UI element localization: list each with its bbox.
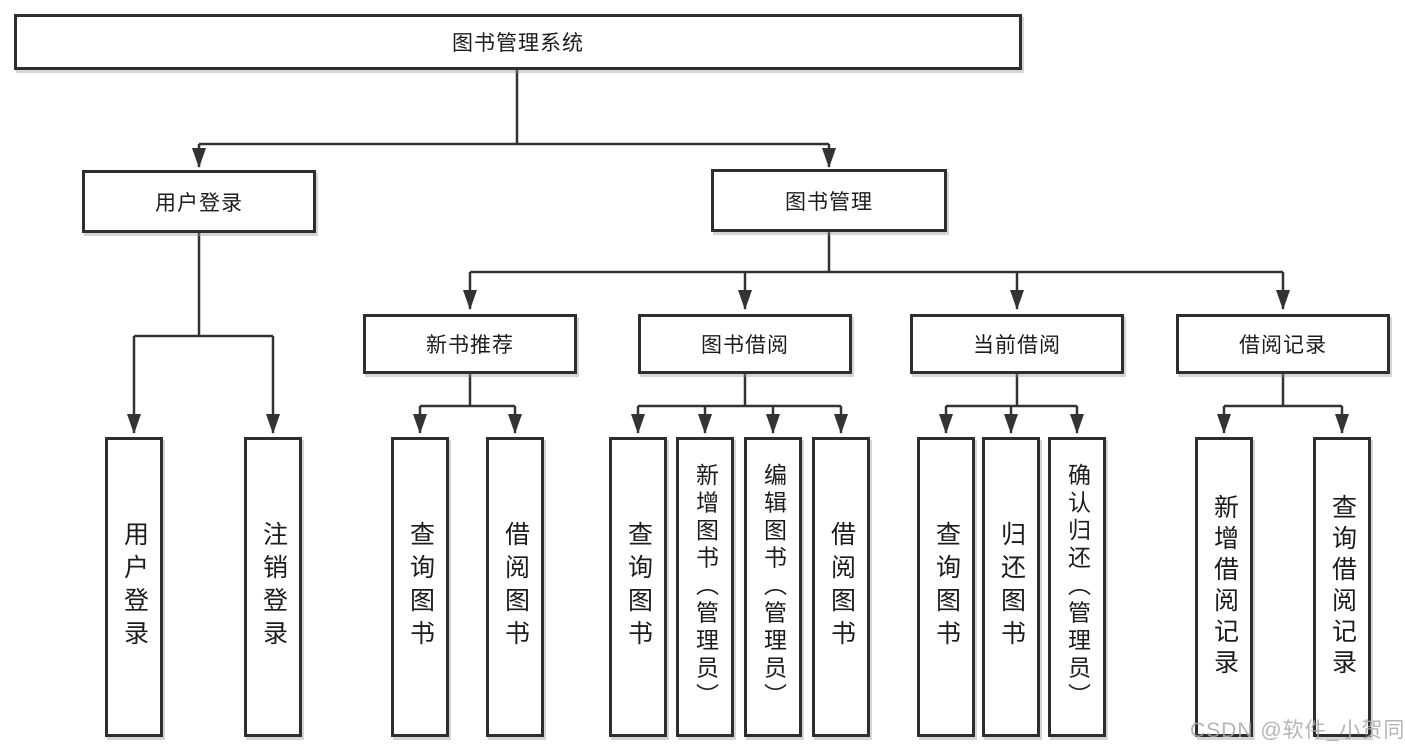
node-label: 新书推荐 [426, 334, 514, 357]
node-leaf-add-borrow-record: 新增借阅记录 [1195, 437, 1253, 737]
node-leaf-borrow-books-1: 借阅图书 [486, 437, 544, 737]
node-label: 借阅图书 [501, 521, 530, 653]
node-library-system: 图书管理系统 [14, 14, 1022, 70]
node-leaf-search-books-2: 查询图书 [609, 437, 667, 737]
node-book-management: 图书管理 [711, 169, 947, 232]
node-user-login: 用户登录 [82, 170, 316, 233]
node-leaf-user-login: 用户登录 [105, 437, 163, 737]
node-label: 新增图书（管理员） [692, 463, 719, 711]
node-label: 归还图书 [997, 521, 1026, 653]
node-leaf-search-borrow-record: 查询借阅记录 [1313, 437, 1371, 737]
node-book-borrowing: 图书借阅 [638, 314, 852, 374]
node-leaf-borrow-books-2: 借阅图书 [812, 437, 870, 737]
node-leaf-return-books: 归还图书 [982, 437, 1040, 737]
node-label: 借阅图书 [827, 521, 856, 653]
node-label: 查询借阅记录 [1328, 494, 1357, 680]
node-label: 图书管理 [785, 190, 873, 214]
node-leaf-logout: 注销登录 [244, 437, 302, 737]
node-label: 借阅记录 [1239, 334, 1327, 357]
node-new-book-recommend: 新书推荐 [363, 314, 577, 374]
node-leaf-search-books-3: 查询图书 [917, 437, 975, 737]
node-label: 图书管理系统 [452, 32, 584, 55]
node-leaf-search-books-1: 查询图书 [391, 437, 449, 737]
node-label: 注销登录 [259, 521, 288, 653]
node-label: 查询图书 [406, 521, 435, 653]
node-label: 编辑图书（管理员） [760, 463, 787, 711]
node-borrowing-records: 借阅记录 [1176, 314, 1390, 374]
node-label: 确认归还（管理员） [1064, 463, 1091, 711]
watermark: CSDN @软件_小贺同学 [1190, 719, 1405, 742]
node-leaf-edit-books-admin: 编辑图书（管理员） [744, 437, 802, 737]
node-label: 当前借阅 [973, 334, 1061, 357]
node-leaf-add-books-admin: 新增图书（管理员） [676, 437, 734, 737]
node-label: 用户登录 [120, 521, 149, 653]
node-leaf-confirm-return-admin: 确认归还（管理员） [1048, 437, 1106, 737]
node-label: 查询图书 [624, 521, 653, 653]
node-label: 新增借阅记录 [1210, 494, 1239, 680]
node-label: 查询图书 [932, 521, 961, 653]
node-current-borrowing: 当前借阅 [910, 314, 1124, 374]
node-label: 用户登录 [155, 191, 243, 215]
node-label: 图书借阅 [701, 334, 789, 357]
